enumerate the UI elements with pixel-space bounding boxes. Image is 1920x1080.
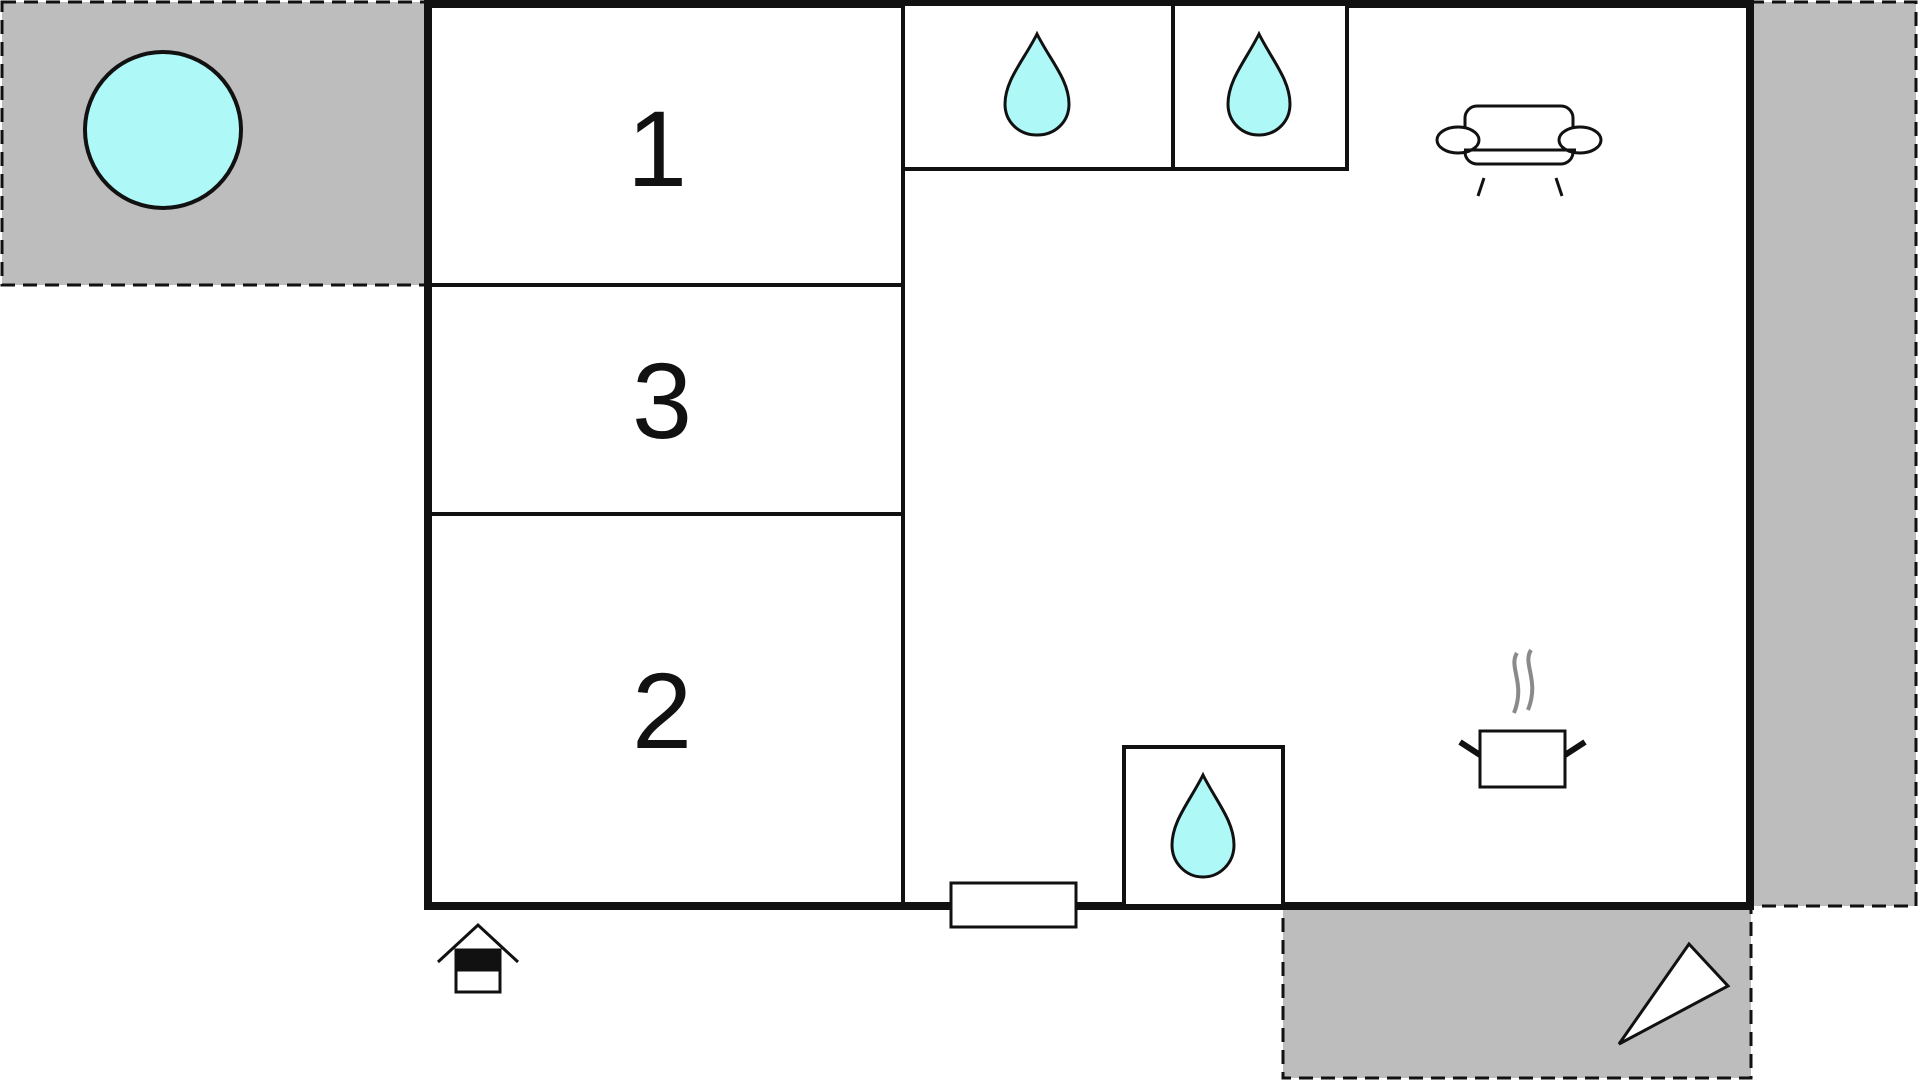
water-drop-icon bbox=[1003, 30, 1071, 137]
room-number-3: 3 bbox=[632, 340, 692, 461]
sofa-icon bbox=[1435, 104, 1603, 197]
outdoor-area-right bbox=[1748, 0, 1918, 908]
pool-icon bbox=[83, 50, 243, 210]
triangle-icon bbox=[1617, 941, 1731, 1046]
water-drop-icon bbox=[1170, 771, 1236, 879]
door-threshold bbox=[949, 881, 1078, 929]
house-entrance-icon bbox=[436, 922, 520, 994]
water-drop-icon bbox=[1226, 30, 1292, 137]
room-number-1: 1 bbox=[627, 88, 687, 209]
cooking-pot-icon bbox=[1458, 648, 1587, 789]
room-number-2: 2 bbox=[632, 650, 692, 771]
